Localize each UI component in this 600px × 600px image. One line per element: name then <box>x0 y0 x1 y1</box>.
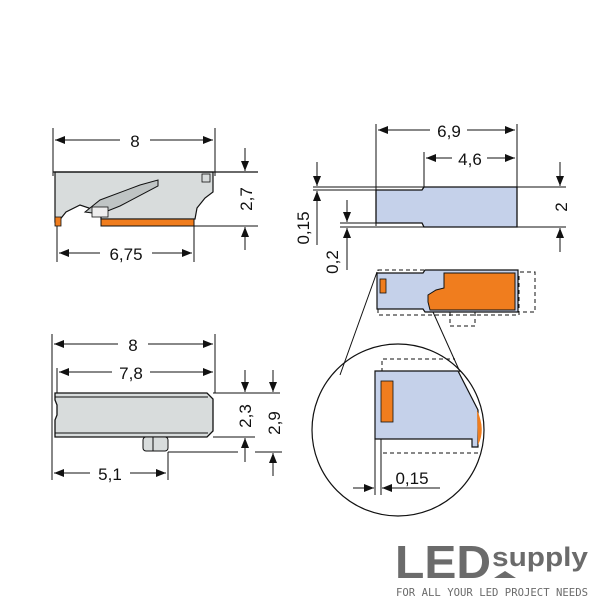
side-width-label: 8 <box>130 132 139 151</box>
front-total-height-label: 2,9 <box>265 411 284 435</box>
front-width-label: 8 <box>128 336 137 355</box>
side-view: 8 2,7 6,75 <box>52 128 258 264</box>
front-view: 8 7,8 2,3 2,9 5,1 <box>51 334 284 484</box>
top-offset-bottom-label: 0,2 <box>323 250 342 274</box>
logo-supply: supply <box>492 542 588 572</box>
side-bottom-label: 6,75 <box>109 245 142 264</box>
top-view: 6,9 4,6 2 0,15 0,2 <box>294 122 571 274</box>
top-offset-top-label: 0,15 <box>294 211 313 244</box>
logo-tagline: FOR ALL YOUR LED PROJECT NEEDS <box>396 587 588 599</box>
magnified-detail: 0,15 <box>311 343 485 517</box>
front-body <box>54 392 214 438</box>
small-detail <box>339 269 536 376</box>
top-width-label: 6,9 <box>437 122 461 141</box>
logo-led: LED <box>395 536 491 588</box>
ledsupply-logo: LED supply FOR ALL YOUR LED PROJECT NEED… <box>395 536 588 599</box>
front-inner-label: 7,8 <box>119 364 143 383</box>
front-body-height-label: 2,3 <box>236 404 255 428</box>
detail-offset-label: 0,15 <box>395 469 428 488</box>
top-step-label: 4,6 <box>458 150 482 169</box>
front-tab-position-label: 5,1 <box>98 465 122 484</box>
top-body <box>375 186 518 228</box>
side-height-label: 2,7 <box>237 187 256 211</box>
top-height-label: 2 <box>552 202 571 211</box>
